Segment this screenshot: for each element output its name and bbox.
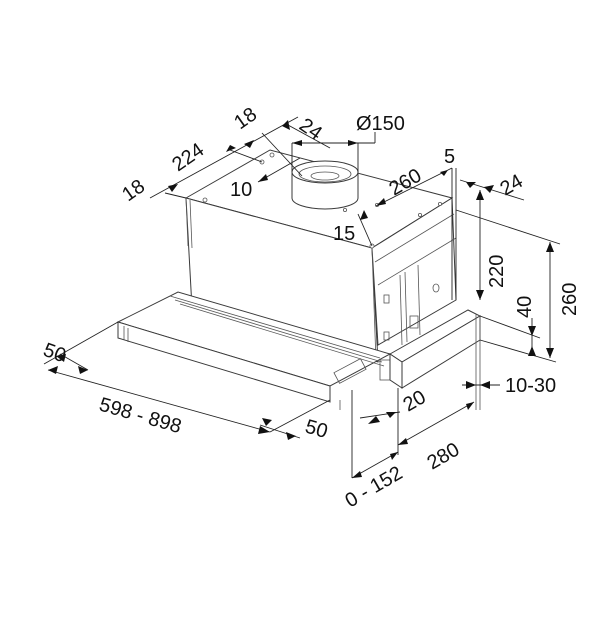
dim-label-5: 5 bbox=[444, 146, 455, 168]
dim-label-18-top: 18 bbox=[230, 103, 261, 134]
dim-label-260-right: 260 bbox=[559, 283, 581, 316]
dim-label-598-898: 598 - 898 bbox=[97, 394, 184, 438]
connector bbox=[409, 315, 419, 329]
dim-label-18-left: 18 bbox=[118, 175, 149, 206]
hood-body bbox=[116, 149, 482, 410]
dim-label-280: 280 bbox=[424, 439, 464, 475]
slider-end bbox=[379, 359, 391, 381]
dim-label-24-right: 24 bbox=[497, 170, 527, 200]
dim-label-diameter-150: Ø150 bbox=[356, 113, 405, 135]
dim-label-10-30: 10-30 bbox=[505, 375, 556, 397]
dim-label-10: 10 bbox=[230, 179, 252, 201]
duct-collar bbox=[291, 160, 359, 210]
bracket-slot-upper bbox=[383, 294, 390, 304]
telescopic-panel bbox=[116, 291, 392, 403]
motor-box-front bbox=[185, 197, 379, 363]
dimension-lines bbox=[43, 116, 561, 479]
dim-label-24-top: 24 bbox=[295, 114, 326, 145]
dim-label-0-152: 0 - 152 bbox=[342, 462, 407, 512]
bracket-slot-lower bbox=[383, 331, 390, 341]
dim-label-15: 15 bbox=[333, 223, 355, 245]
dim-label-40: 40 bbox=[514, 296, 536, 318]
cabinet-base bbox=[339, 309, 482, 410]
dim-label-224: 224 bbox=[168, 139, 208, 176]
slider-mechanism bbox=[333, 358, 367, 384]
dim-label-50-left: 50 bbox=[40, 339, 68, 367]
screw-hole bbox=[432, 283, 440, 293]
dim-label-50-right: 50 bbox=[303, 416, 330, 443]
dim-label-20: 20 bbox=[400, 386, 430, 416]
dim-label-220: 220 bbox=[486, 255, 508, 288]
